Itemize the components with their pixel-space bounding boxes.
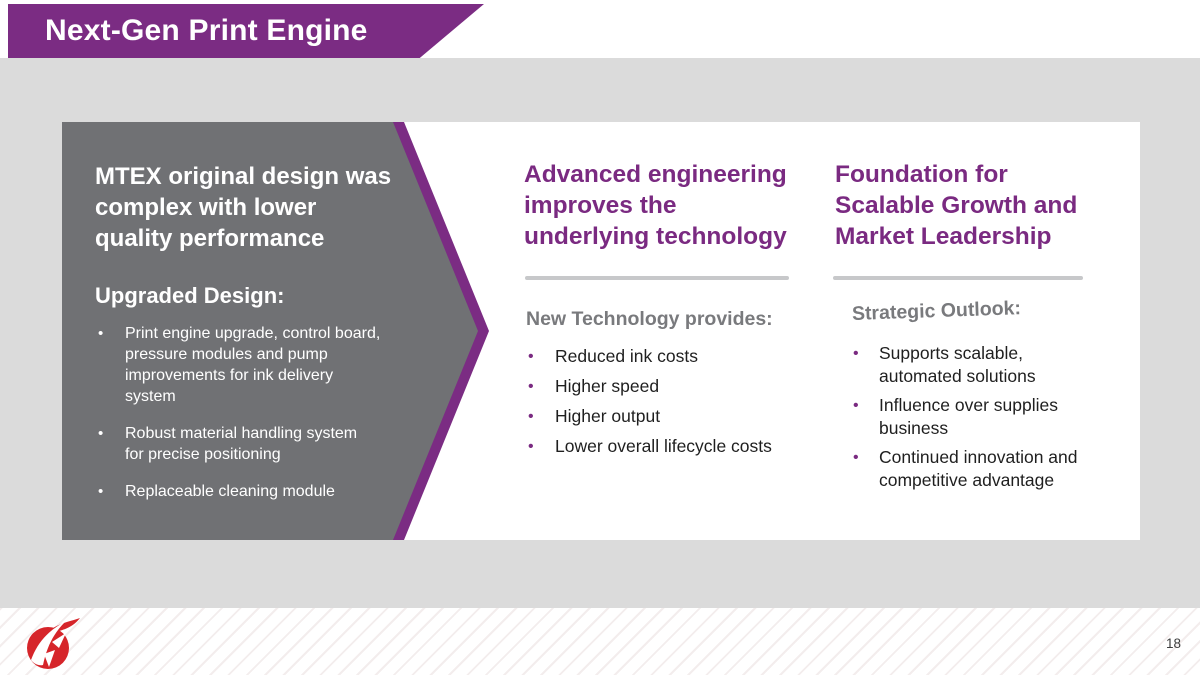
bullet-icon: • [98,325,104,342]
bullet-text: Print engine upgrade, control board, pre… [125,325,381,405]
bullet-text: Supports scalable, automated solutions [879,343,1036,386]
middle-column-heading: Advanced engineering improves the underl… [524,161,787,250]
arrow-body [62,122,478,540]
right-divider-line [833,276,1083,280]
list-item: • Reduced ink costs [528,345,828,368]
bullet-text: Higher speed [555,376,660,396]
bullet-icon: • [528,438,534,455]
bullet-text: Influence over supplies business [879,395,1058,438]
middle-bullet-list: • Reduced ink costs • Higher speed • Hig… [528,345,828,465]
right-bullet-list: • Supports scalable, automated solutions… [853,342,1133,498]
list-item: • Continued innovation and competitive a… [853,446,1133,492]
bullet-text: Continued innovation and competitive adv… [879,447,1078,490]
list-item: • Replaceable cleaning module [98,481,410,502]
list-item: • Influence over supplies business [853,394,1133,440]
right-column-heading: Foundation for Scalable Growth and Marke… [835,161,1078,250]
list-item: • Higher output [528,405,828,428]
list-item: • Higher speed [528,375,828,398]
slide-footer [0,608,1200,675]
left-callout-heading: MTEX original design was complex with lo… [95,163,392,252]
list-item: • Print engine upgrade, control board, p… [98,323,410,407]
middle-divider-line [525,276,789,280]
arrow-callout [62,122,489,540]
bullet-text: Robust material handling system for prec… [125,425,358,463]
bullet-icon: • [98,483,104,500]
bullet-text: Replaceable cleaning module [125,483,335,500]
bullet-text: Higher output [555,406,661,426]
left-callout-subheading: Upgraded Design: [95,283,285,308]
title-banner: Next-Gen Print Engine [8,4,484,58]
list-item: • Lower overall lifecycle costs [528,435,828,458]
bullet-icon: • [528,408,534,425]
list-item: • Supports scalable, automated solutions [853,342,1133,388]
footer-stripe-pattern [0,608,1200,675]
bullet-icon: • [853,397,859,414]
bullet-icon: • [528,378,534,395]
bullet-icon: • [853,345,859,362]
left-callout-bullet-list: • Print engine upgrade, control board, p… [98,323,410,518]
bullet-icon: • [528,348,534,365]
bullet-text: Lower overall lifecycle costs [555,436,772,456]
bullet-text: Reduced ink costs [555,346,698,366]
page-number: 18 [1165,636,1181,651]
company-logo-icon [27,618,80,669]
bullet-icon: • [98,425,104,442]
middle-column-label: New Technology provides: [526,308,773,330]
list-item: • Robust material handling system for pr… [98,423,410,465]
page-title: Next-Gen Print Engine [45,14,368,47]
bullet-icon: • [853,449,859,466]
